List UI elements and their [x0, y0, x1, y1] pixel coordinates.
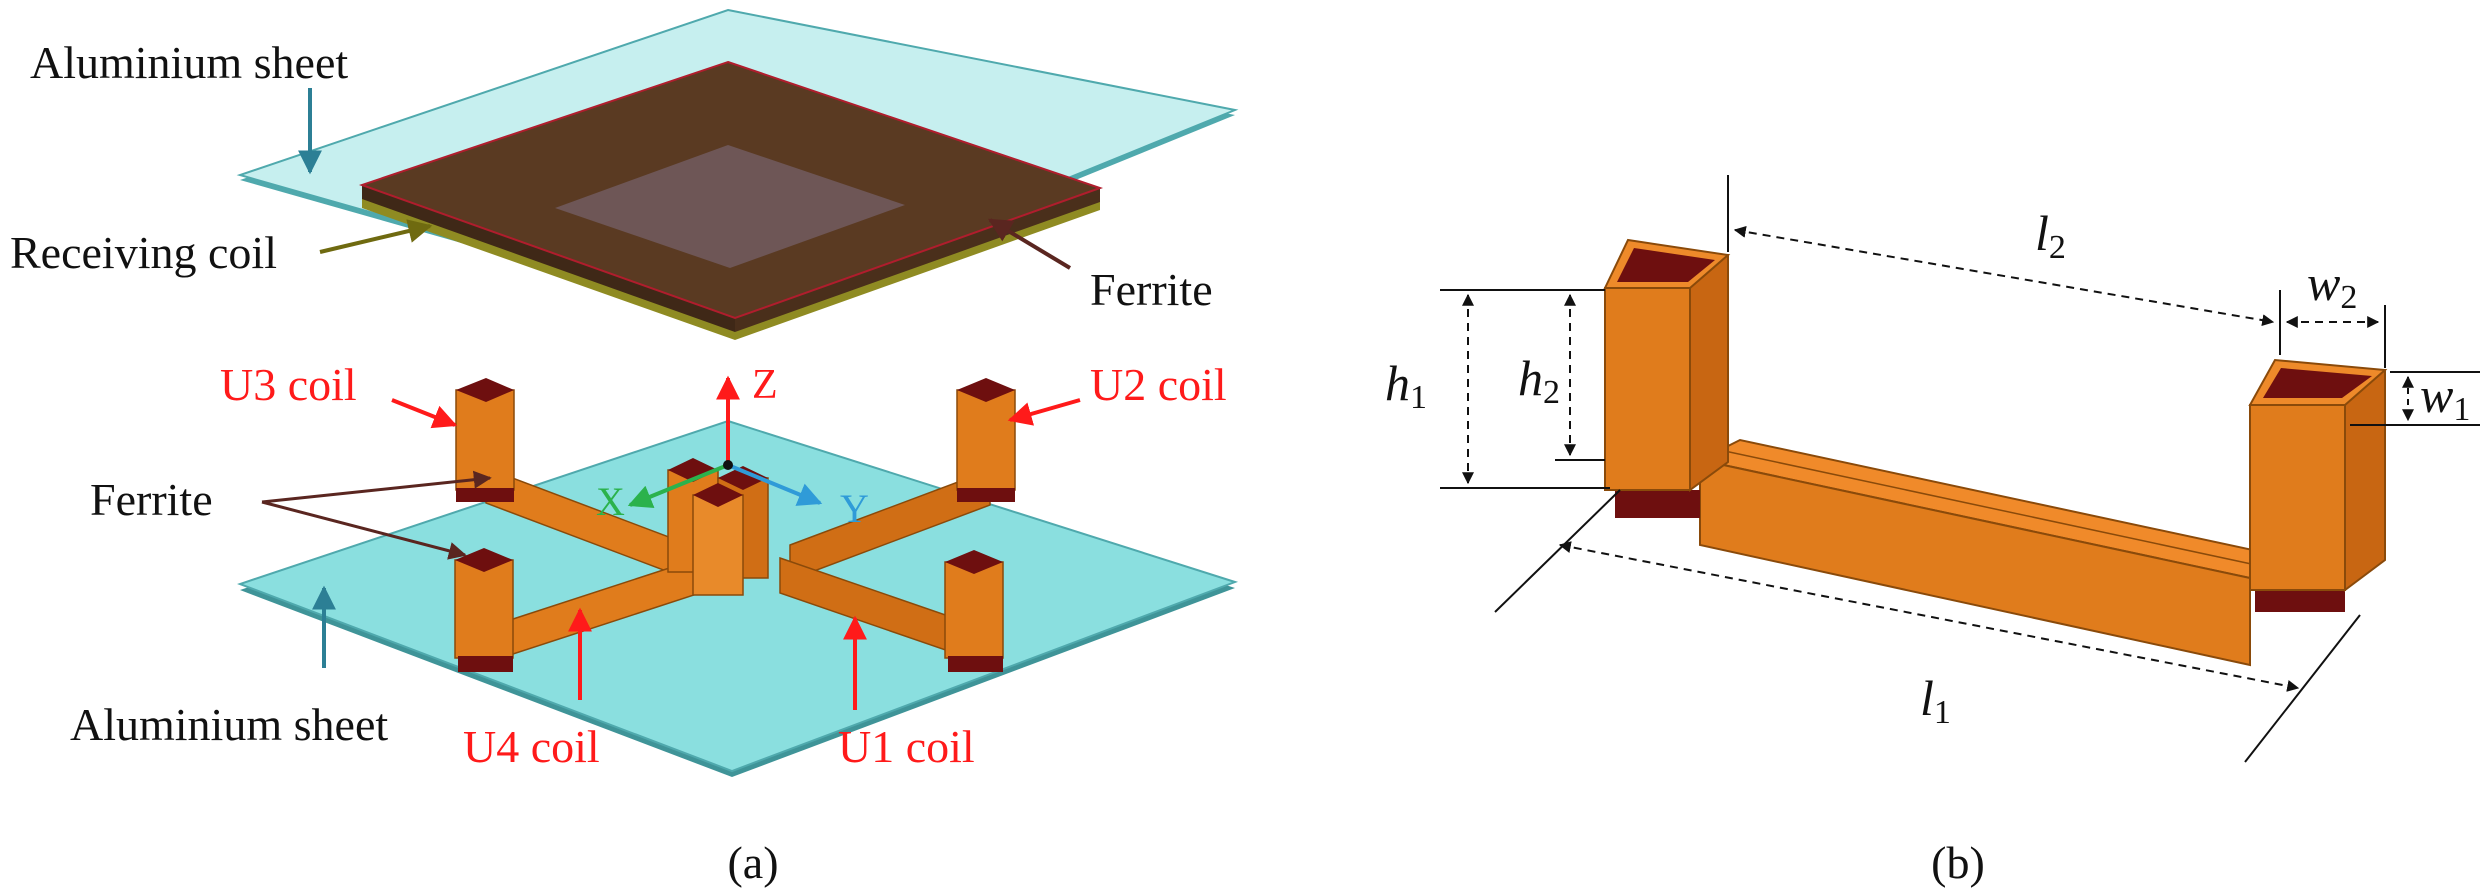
- caption-b: (b): [1931, 837, 1985, 888]
- left-coil-upright: [1603, 238, 1731, 518]
- x-axis-arrow: [627, 463, 729, 508]
- caption-a: (a): [727, 837, 778, 888]
- panel-b: h1 h2 l2 w2 w1 l1 (b): [1385, 175, 2480, 888]
- u-coil-bars: [485, 466, 991, 657]
- corner-coils: [454, 378, 1016, 672]
- dim-l1-label: l1: [1920, 670, 1951, 731]
- dim-w1-label: w1: [2420, 367, 2470, 428]
- u4-coil-upright: [454, 548, 514, 672]
- aluminium-sheet-bottom-label: Aluminium sheet: [70, 699, 388, 750]
- y-axis-label: Y: [840, 486, 869, 531]
- ferrite-top-label: Ferrite: [1090, 264, 1213, 315]
- aluminium-sheet-top-label: Aluminium sheet: [30, 37, 348, 88]
- u2-coil-upright: [956, 378, 1016, 502]
- z-axis-label: Z: [752, 362, 778, 408]
- u1-coil-label: U1 coil: [838, 721, 975, 772]
- u1-coil-upright: [944, 550, 1004, 672]
- dim-w2-label: w2: [2307, 255, 2357, 316]
- leader-arrows: [261, 88, 1081, 710]
- u4-coil-label: U4 coil: [463, 721, 600, 772]
- panel-a: Z X Y Aluminium sheet Receiving coil Fer…: [10, 8, 1239, 888]
- dimension-lines: [1440, 175, 2480, 763]
- right-coil-upright: [2248, 358, 2388, 612]
- u2-coil-label: U2 coil: [1090, 359, 1227, 410]
- center-coil-uprights: [667, 458, 769, 596]
- coordinate-axes: Z X Y: [596, 362, 869, 531]
- dim-h1-label: h1: [1385, 355, 1427, 416]
- receiving-coil-label: Receiving coil: [10, 227, 277, 278]
- x-axis-label: X: [596, 479, 625, 524]
- y-axis-arrow: [727, 463, 823, 506]
- dim-l2-label: l2: [2035, 205, 2066, 266]
- dim-h2-label: h2: [1518, 350, 1560, 411]
- u3-coil-label: U3 coil: [220, 359, 357, 410]
- u3-coil-upright: [455, 378, 515, 502]
- ferrite-bottom-label: Ferrite: [90, 474, 213, 525]
- bottom-aluminium-sheet: [237, 419, 1239, 777]
- u-core-bar: [1697, 438, 2293, 667]
